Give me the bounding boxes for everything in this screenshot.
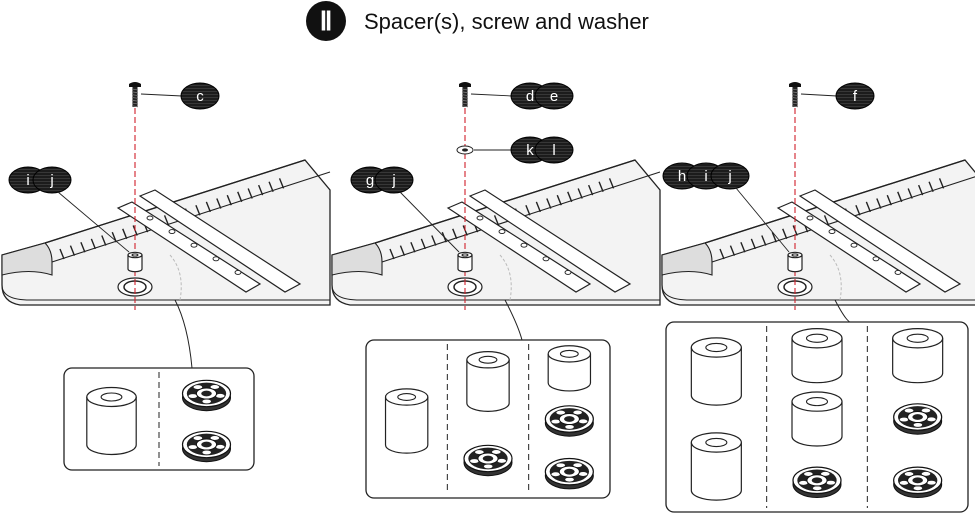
spacer-icon (127, 251, 143, 273)
washer-icon (792, 466, 842, 499)
step-header: Ⅱ Spacer(s), screw and washer (306, 1, 649, 41)
screw-icon (789, 82, 801, 108)
part-label: d (526, 88, 534, 105)
step-number: Ⅱ (320, 7, 333, 36)
label-badge (32, 166, 72, 194)
mounting-arm (446, 189, 632, 301)
label-badge (180, 82, 220, 110)
part-label: h (678, 168, 686, 185)
spacer-label-j: j (32, 166, 72, 194)
label-badge (710, 162, 750, 190)
label-badge (534, 136, 574, 164)
label-badge (534, 82, 574, 110)
screw-label-e: e (534, 82, 574, 110)
washer-icon (544, 405, 594, 437)
washer-icon (544, 457, 594, 490)
screw-icon (129, 82, 141, 108)
part-label: l (552, 142, 555, 159)
washer-icon (893, 403, 943, 435)
mounting-arm (776, 189, 962, 301)
leader-line (399, 191, 460, 253)
parts-box (63, 367, 255, 471)
step-title: Spacer(s), screw and washer (364, 9, 649, 34)
part-label: c (196, 88, 204, 105)
part-label: j (391, 172, 395, 189)
spacer-icon (457, 251, 473, 273)
parts-box (365, 339, 611, 499)
spacer-icon (466, 351, 510, 412)
mounting-arm (116, 189, 302, 301)
panel-1: c i j (1, 82, 331, 471)
part-label: j (727, 168, 731, 185)
part-label: f (853, 88, 858, 105)
spacer-icon (787, 251, 803, 273)
washer-icon (181, 430, 232, 463)
spacer-icon (791, 391, 843, 447)
leader-line (57, 191, 130, 253)
step-number-badge (306, 1, 346, 41)
screw-label-f: f (835, 82, 875, 110)
part-label: k (526, 142, 534, 159)
part-label: g (366, 172, 374, 189)
part-label: j (49, 172, 53, 189)
spacer-icon (547, 345, 592, 392)
part-label: i (26, 172, 29, 189)
leader-line (735, 187, 790, 253)
leader-line (800, 93, 838, 97)
washer-icon (463, 444, 513, 477)
label-badge (835, 82, 875, 110)
screw-label-c: c (180, 82, 220, 110)
spacer-icon (791, 328, 843, 384)
leader-line (140, 93, 183, 97)
callout-line (504, 299, 523, 341)
spacer-label-j: j (710, 162, 750, 190)
part-label: i (704, 168, 707, 185)
washer-icon (181, 379, 232, 412)
washer-icon (893, 466, 943, 499)
leader-line (470, 93, 513, 97)
spacer-icon (892, 328, 944, 384)
spacer-label-j: j (374, 166, 414, 194)
part-label: e (550, 88, 558, 105)
spacer-icon (384, 388, 429, 454)
washer-label-l: l (534, 136, 574, 164)
panel-3: f h i j (661, 82, 975, 513)
parts-box (665, 321, 969, 513)
mounting-hole (447, 277, 483, 297)
label-badge (374, 166, 414, 194)
screw-icon (459, 82, 471, 108)
spacer-icon (86, 386, 137, 456)
axis-washer (456, 145, 474, 155)
callout-line (174, 299, 193, 369)
spacer-icon (690, 337, 742, 406)
spacer-icon (690, 432, 742, 501)
